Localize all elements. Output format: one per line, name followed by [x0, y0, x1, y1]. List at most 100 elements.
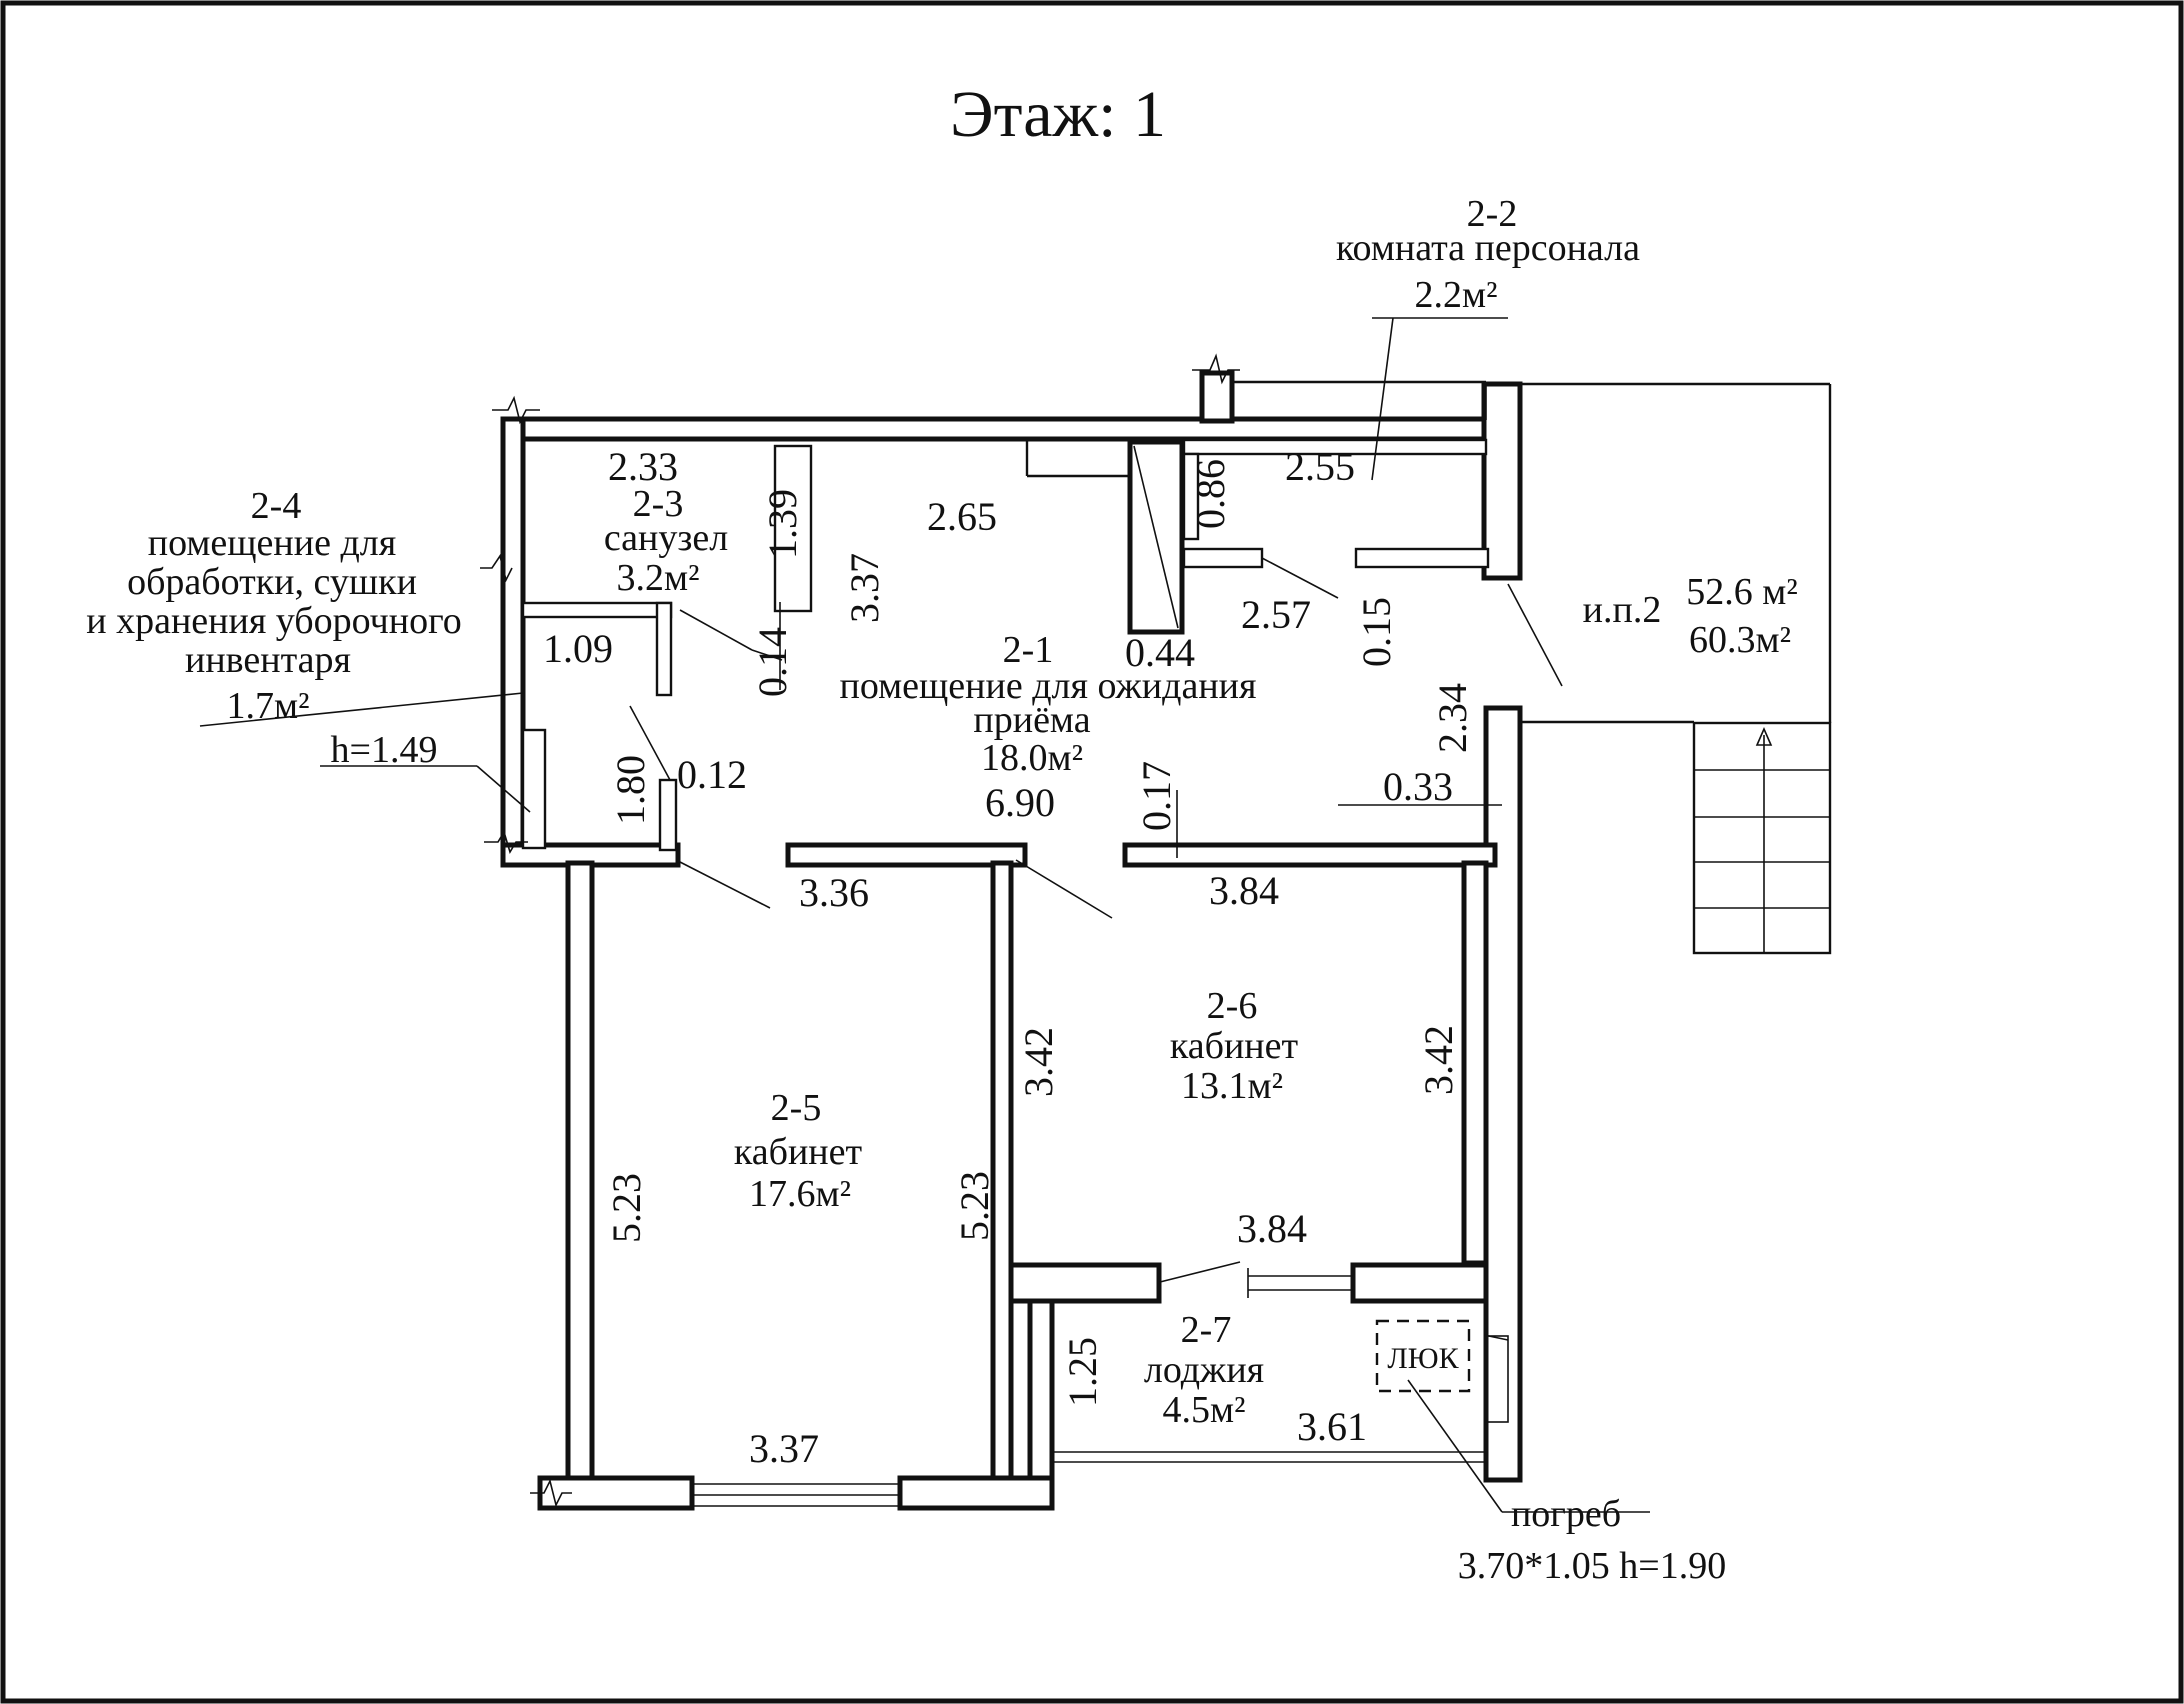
room-id: 2-3 — [633, 483, 684, 525]
wall-store-right — [658, 778, 678, 852]
room-id: 2-5 — [771, 1087, 822, 1129]
cellar-note: погреб 3.70*1.05 h=1.90 — [1458, 1493, 1726, 1587]
room-name-line: помещение для — [148, 522, 396, 564]
room-name: лоджия — [1144, 1349, 1264, 1391]
dim-label: 5.23 — [604, 1173, 649, 1243]
room-area: 13.1м² — [1181, 1065, 1283, 1107]
dim-label: 1.39 — [760, 489, 805, 559]
room-id: 2-2 — [1467, 193, 1518, 235]
dim-label: 5.23 — [952, 1171, 997, 1241]
room-name: комната персонала — [1336, 227, 1640, 269]
dim-label: 3.61 — [1297, 1404, 1367, 1449]
wall-22-bottom-l — [1182, 547, 1264, 569]
wall-top — [512, 416, 1498, 442]
room-ip2: и.п.2 52.6 м² 60.3м² — [1583, 571, 1798, 661]
wall-mid-center — [785, 842, 1028, 868]
wall-22-bottom-r — [1354, 547, 1490, 569]
dim-label: 2.57 — [1241, 592, 1311, 637]
room-area: 4.5м² — [1163, 1389, 1246, 1431]
room-area: 1.7м² — [227, 685, 310, 727]
dim-label: 3.84 — [1237, 1206, 1307, 1251]
wall-bottom-right — [897, 1475, 1055, 1511]
room-name-line: и хранения уборочного — [86, 600, 462, 642]
dim-label: 0.14 — [750, 627, 795, 697]
room-area-2: 60.3м² — [1689, 619, 1791, 661]
wall-right-upper — [1481, 381, 1523, 581]
room-area-1: 52.6 м² — [1686, 571, 1797, 613]
column-diagonal — [1133, 445, 1179, 629]
room-id: 2-1 — [1003, 629, 1054, 671]
room-name: кабинет — [1170, 1025, 1299, 1067]
dim-label: 2.33 — [608, 444, 678, 489]
wall-left-upper — [500, 416, 526, 850]
dim-label: 1.25 — [1060, 1337, 1105, 1407]
wall-loggia-left — [1008, 1262, 1162, 1304]
room-2-4: 2-4 помещение для обработки, сушки и хра… — [86, 485, 462, 771]
wall-mid-right — [1122, 842, 1498, 868]
cellar-name: погреб — [1511, 1493, 1621, 1535]
dim-label: 1.09 — [543, 626, 613, 671]
room-name-line: помещение для ожидания — [840, 665, 1257, 707]
room-area: 18.0м² — [981, 737, 1083, 779]
dim-label: 0.86 — [1188, 459, 1233, 529]
wall-stub-nw — [1199, 370, 1235, 424]
dim-label: 3.42 — [1416, 1025, 1461, 1095]
dim-label: 2.55 — [1285, 444, 1355, 489]
room-2-1: 2-1 помещение для ожидания приёма 18.0м² — [840, 629, 1257, 779]
column — [1127, 439, 1185, 635]
dimensions: 2.33 1.39 2.65 0.86 2.55 3.37 1.09 0.14 … — [543, 444, 1475, 1471]
wall-wc-bottom — [521, 601, 673, 619]
dim-label: 6.90 — [985, 780, 1055, 825]
room-id: 2-4 — [251, 485, 302, 527]
wall-loggia-right — [1350, 1262, 1489, 1304]
room-area: 2.2м² — [1415, 274, 1498, 316]
room-area: 3.2м² — [617, 557, 700, 599]
room-name: санузел — [604, 517, 728, 559]
room-name-line: инвентаря — [185, 639, 351, 681]
wall-loggia-side — [1027, 1298, 1055, 1486]
windows — [692, 384, 1487, 1507]
stair-area — [1519, 382, 1832, 955]
dim-label: 3.42 — [1016, 1027, 1061, 1097]
dim-label: 3.84 — [1209, 868, 1279, 913]
dim-label: 2.65 — [927, 494, 997, 539]
walls — [500, 370, 1523, 1511]
room-height: h=1.49 — [331, 729, 438, 771]
room-2-6: 2-6 кабинет 13.1м² — [1170, 985, 1299, 1107]
wall-22-top — [1182, 438, 1488, 456]
cellar-size: 3.70*1.05 h=1.90 — [1458, 1545, 1726, 1587]
floor-title: Этаж: 1 — [950, 78, 1166, 151]
room-name-line: приёма — [973, 699, 1090, 741]
dim-label: 0.33 — [1383, 764, 1453, 809]
room-id: 2-6 — [1207, 985, 1258, 1027]
wall-cab6-right — [1461, 860, 1489, 1266]
wall-cab5-left — [565, 860, 595, 1486]
leader-lines — [199, 317, 1650, 1513]
dim-label: 2.34 — [1430, 683, 1475, 753]
room-area: 17.6м² — [749, 1173, 851, 1215]
dim-label: 3.37 — [842, 553, 887, 623]
room-name: кабинет — [734, 1131, 863, 1173]
dim-label: 0.44 — [1125, 630, 1195, 675]
dim-label: 3.37 — [749, 1426, 819, 1471]
wall-22-left — [1182, 452, 1200, 541]
wall-wc-stub — [655, 601, 673, 697]
wall-right-lower — [1483, 705, 1523, 1483]
dim-label: 1.80 — [608, 755, 653, 825]
wall-store-inner — [521, 728, 547, 850]
room-name-line: обработки, сушки — [127, 561, 417, 603]
dim-label: 0.15 — [1354, 597, 1399, 667]
dim-label: 3.36 — [799, 870, 869, 915]
hatch-label: ЛЮК — [1387, 1342, 1459, 1375]
room-2-7: 2-7 лоджия 4.5м² — [1144, 1309, 1264, 1431]
hatch-frame — [1375, 1319, 1471, 1393]
room-2-2: 2-2 комната персонала 2.2м² — [1336, 193, 1640, 316]
room-2-3: 2-3 санузел 3.2м² — [604, 483, 728, 599]
room-2-5: 2-5 кабинет 17.6м² — [734, 1087, 863, 1215]
break-marks — [480, 353, 1240, 1508]
room-name: и.п.2 — [1583, 589, 1662, 631]
room-id: 2-7 — [1181, 1309, 1232, 1351]
dim-label: 0.17 — [1134, 761, 1179, 831]
